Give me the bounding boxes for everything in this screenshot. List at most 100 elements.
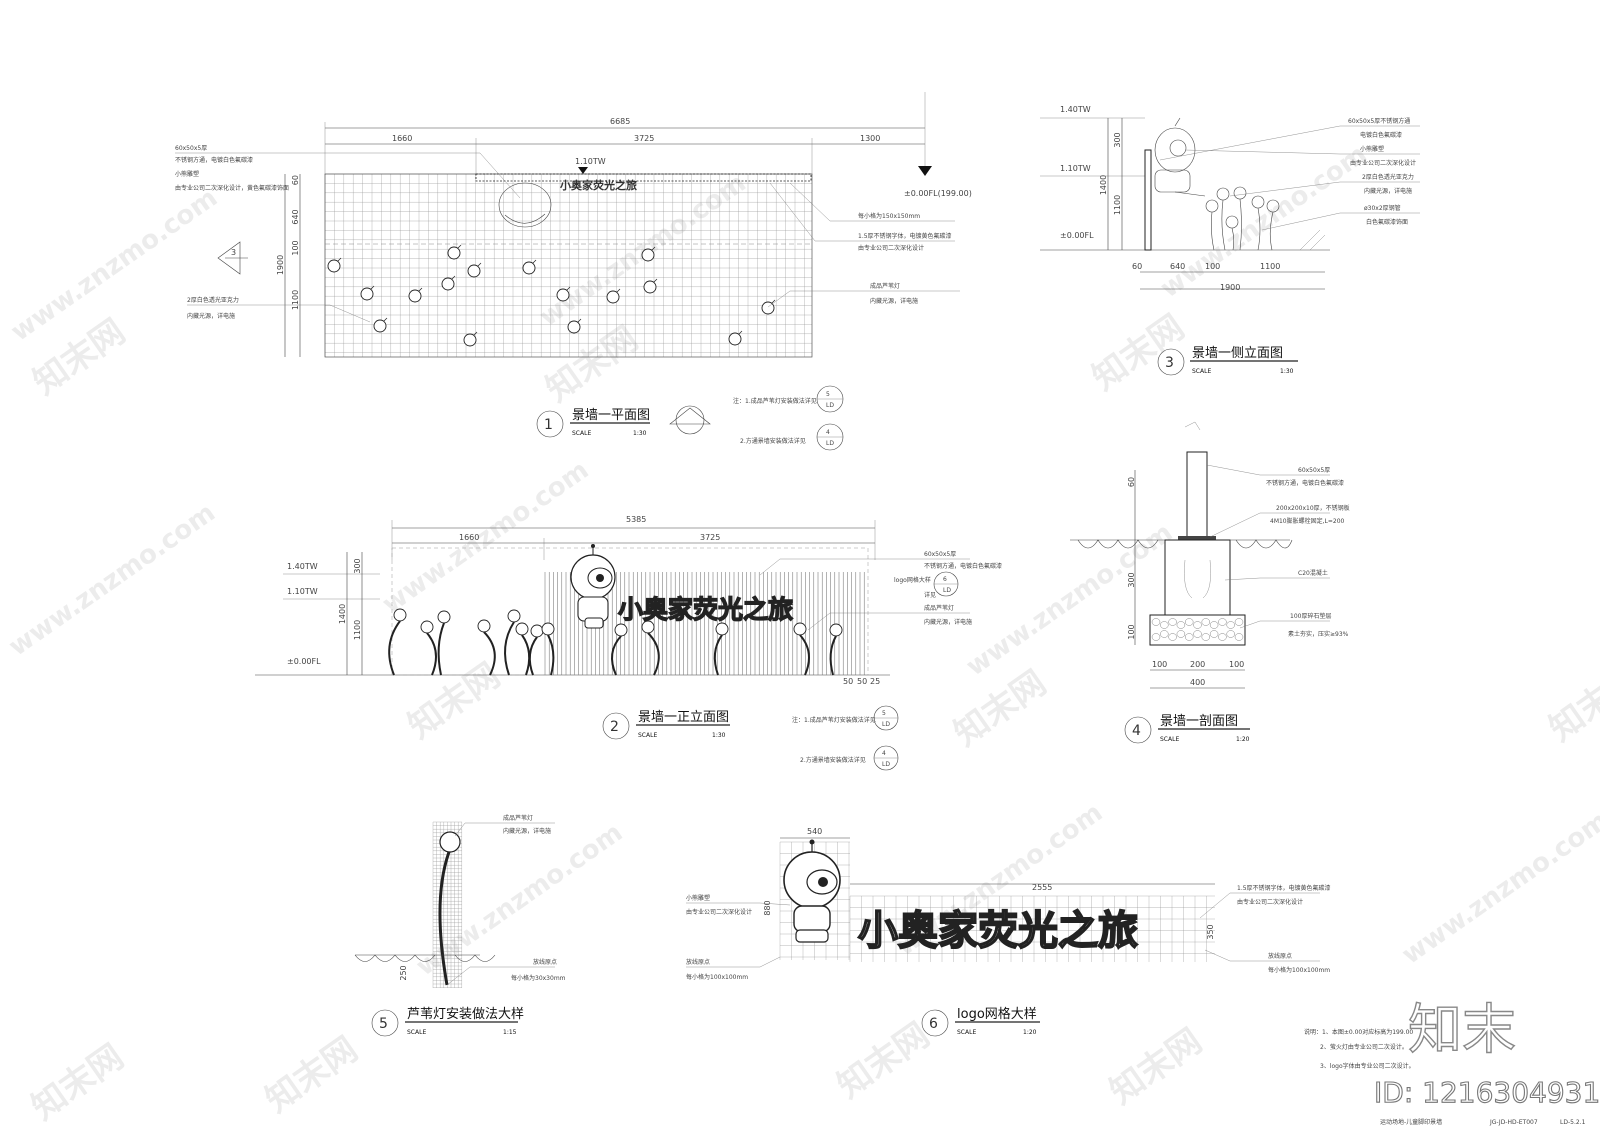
dim: 1300: [860, 134, 880, 143]
watermark-brand: 知末网: [258, 1029, 364, 1120]
lamp-head: [541, 622, 555, 636]
lamp-head: [393, 608, 407, 622]
plan-grid: [324, 173, 813, 358]
lamp-marker: [360, 287, 374, 301]
view-title: 芦苇灯安装做法大样: [407, 1007, 524, 1022]
drawing-number: JG-JD-HD-ET007: [1489, 1119, 1538, 1126]
ref: LD: [826, 440, 834, 447]
ref: LD: [882, 721, 890, 728]
scale-label: SCALE: [572, 430, 591, 437]
note: 60x50x5厚: [924, 551, 956, 558]
dim: 1100: [353, 620, 362, 640]
level: 1.10TW: [1060, 164, 1091, 173]
watermark-site: www.znzmo.com: [961, 518, 1178, 683]
level: 1.10TW: [287, 587, 318, 596]
lamp-head: [793, 622, 807, 636]
dim: 60: [1132, 262, 1142, 271]
level: 1.10TW: [575, 157, 606, 166]
note: 不锈钢方通，电镀白色氟碳漆: [1266, 479, 1344, 487]
dim: 1900: [1220, 283, 1240, 292]
logo-text-plan: 小奥家荧光之旅: [559, 178, 637, 192]
lamp-marker: [641, 248, 655, 262]
reed-lamps-elevation: [388, 608, 843, 676]
note: 每小格为100x100mm: [686, 973, 748, 981]
dim: 2555: [1032, 883, 1052, 892]
level: ±0.00FL: [1060, 231, 1094, 240]
scale-value: 1:30: [633, 430, 647, 437]
dim: 25: [870, 677, 880, 686]
watermark-brand: 知末网: [1103, 1021, 1209, 1112]
lamp-head: [829, 623, 843, 637]
note: 1.5厚不锈钢字体，电镀黄色氟碳漆: [858, 232, 952, 240]
section-mark: 3: [231, 248, 236, 257]
dim: 400: [1190, 678, 1205, 687]
note: 200x200x10厚，不锈钢板: [1276, 504, 1350, 512]
scale-label: SCALE: [1160, 736, 1179, 743]
watermark-site: www.znzmo.com: [1397, 806, 1600, 971]
scale-label: SCALE: [957, 1029, 976, 1036]
note: C20混凝土: [1298, 569, 1328, 577]
lamp-marker: [463, 333, 477, 347]
ref: 4: [826, 429, 830, 436]
note: 由专业公司二次深化设计: [686, 908, 752, 916]
lamp-head: [507, 609, 521, 623]
note: 60x50x5厚: [1298, 467, 1330, 474]
watermark-brand: 知末网: [1542, 658, 1600, 749]
scale-value: 1:30: [1280, 368, 1294, 375]
note: 成品芦苇灯: [503, 814, 533, 822]
note: 放线原点: [1268, 952, 1292, 960]
dim: 540: [807, 827, 822, 836]
view-number: 2: [610, 719, 619, 735]
note: 由专业公司二次深化设计: [1237, 898, 1303, 906]
dim: 50: [843, 677, 853, 686]
level: 1.40TW: [1060, 105, 1091, 114]
note: 不锈钢方通，电镀白色氟碳漆: [175, 156, 253, 164]
dim: 1400: [1099, 175, 1108, 195]
footnote: 2.方通景墙安装做法详见: [740, 437, 806, 445]
dim-total: 5385: [626, 515, 646, 524]
view-title: logo网格大样: [957, 1006, 1037, 1022]
dim: 350: [1206, 924, 1215, 939]
dim: 1400: [338, 604, 347, 624]
note: 4M10膨胀螺栓固定,L=200: [1270, 517, 1345, 525]
dim: 200: [1190, 660, 1205, 669]
view4-section: 60 300 100 100 200 100 400 60x50x5厚 不锈钢方…: [1070, 421, 1350, 744]
lamp-marker: [467, 264, 481, 278]
note: 电镀白色氟碳漆: [1360, 131, 1402, 139]
lamp-head: [477, 619, 491, 633]
note: 100厚碎石垫层: [1290, 612, 1331, 620]
lamp-head: [530, 624, 544, 638]
note: 内藏光源，详电施: [924, 618, 972, 626]
dim: 1100: [1113, 195, 1122, 215]
view-title: 景墙一平面图: [572, 408, 650, 423]
scale-label: SCALE: [407, 1029, 426, 1036]
lamp-head: [614, 623, 628, 637]
note: 2、萤火灯由专业公司二次设计。: [1320, 1043, 1408, 1051]
note: 由专业公司二次深化设计: [858, 244, 924, 252]
level: 1.40TW: [287, 562, 318, 571]
dim: 3725: [700, 533, 720, 542]
note: 白色氟碳漆饰面: [1366, 218, 1408, 226]
lamp-head: [420, 620, 434, 634]
note: 2厚白色透光亚克力: [187, 296, 239, 304]
note: ø30x2厚钢管: [1364, 204, 1401, 212]
note: 内藏光源，详电施: [503, 827, 551, 835]
dim: 100: [1205, 262, 1220, 271]
scale-label: SCALE: [638, 732, 657, 739]
watermark-id: ID: 1216304931: [1374, 1076, 1600, 1109]
note: 60x50x5厚: [175, 145, 207, 152]
watermark-brand: 知末网: [947, 663, 1053, 754]
note: 小熊雕塑: [1360, 145, 1384, 153]
note: 内藏光源，详电施: [870, 297, 918, 305]
view3-side-elevation: 1.40TW 1.10TW ±0.00FL 300 1100 1400: [1040, 105, 1420, 376]
scale-value: 1:20: [1023, 1029, 1037, 1036]
dim: 50: [857, 677, 867, 686]
note: 每小格为150x150mm: [858, 212, 920, 220]
view-number: 3: [1165, 355, 1174, 371]
view5-reed-lamp-detail: 250 成品芦苇灯 内藏光源，详电施 放线原点 每小格为30x30mm 5 芦苇…: [354, 814, 566, 1037]
lamp-marker: [522, 261, 536, 275]
footnote: 注：1.成品芦苇灯安装做法详见: [792, 716, 876, 724]
note: logo网格大样: [894, 576, 931, 584]
lamp-head: [437, 610, 451, 624]
